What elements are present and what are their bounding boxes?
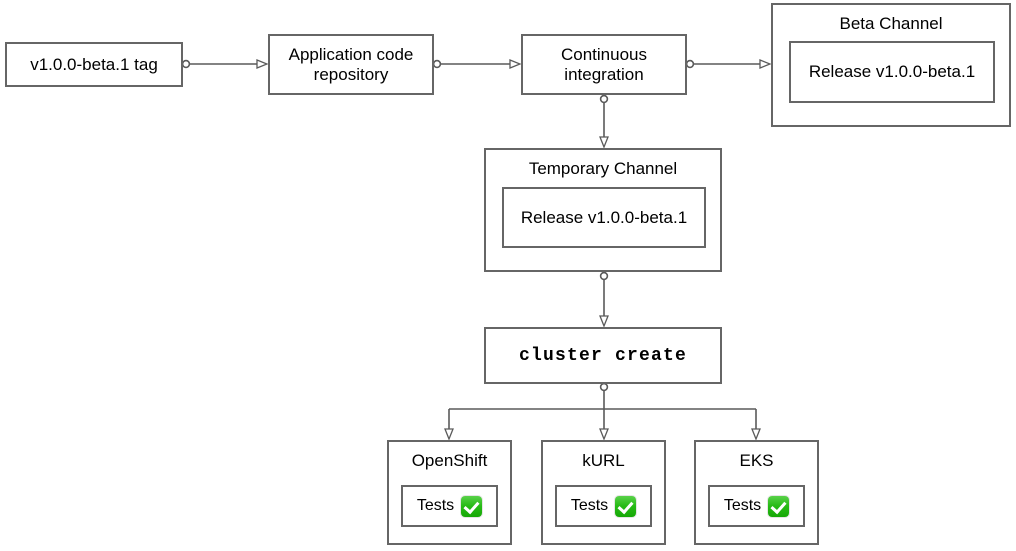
node-application-code-repository[interactable]: Application code repository: [268, 34, 434, 95]
container-eks[interactable]: EKS Tests: [694, 440, 819, 545]
temporary-channel-release-box[interactable]: Release v1.0.0-beta.1: [502, 187, 706, 248]
openshift-tests-label: Tests: [416, 497, 455, 514]
node-continuous-integration[interactable]: Continuous integration: [521, 34, 687, 95]
eks-tests-box[interactable]: Tests: [708, 485, 805, 527]
node-tag[interactable]: v1.0.0-beta.1 tag: [5, 42, 183, 87]
edge-tag-to-repo: [181, 61, 266, 68]
edge-temporary-channel-to-cluster-create: [601, 271, 608, 325]
eks-tests-label: Tests: [723, 497, 762, 514]
container-eks-title: EKS: [739, 451, 774, 470]
container-temporary-channel[interactable]: Temporary Channel Release v1.0.0-beta.1: [484, 148, 722, 272]
edge-ci-to-temporary-channel: [601, 94, 608, 146]
check-mark-button-icon: [461, 495, 483, 517]
check-mark-button-icon: [615, 495, 637, 517]
edge-repo-to-ci: [432, 61, 519, 68]
container-openshift-title: OpenShift: [411, 451, 488, 470]
node-tag-label: v1.0.0-beta.1 tag: [30, 54, 158, 74]
kurl-tests-box[interactable]: Tests: [555, 485, 652, 527]
edge-ci-to-beta-channel: [685, 61, 769, 68]
edge-cluster-create-to-targets: [449, 382, 756, 438]
container-temporary-channel-title: Temporary Channel: [528, 159, 678, 178]
kurl-tests-label: Tests: [570, 497, 609, 514]
node-cluster-create-label: cluster create: [518, 345, 688, 366]
container-beta-channel[interactable]: Beta Channel Release v1.0.0-beta.1: [771, 3, 1011, 127]
node-continuous-integration-label: Continuous integration: [560, 44, 647, 84]
node-cluster-create[interactable]: cluster create: [484, 327, 722, 384]
node-application-code-repository-label: Application code repository: [288, 44, 414, 84]
container-openshift[interactable]: OpenShift Tests: [387, 440, 512, 545]
check-mark-button-icon: [768, 495, 790, 517]
container-kurl[interactable]: kURL Tests: [541, 440, 666, 545]
beta-channel-release-label: Release v1.0.0-beta.1: [808, 62, 976, 81]
temporary-channel-release-label: Release v1.0.0-beta.1: [520, 207, 688, 227]
openshift-tests-box[interactable]: Tests: [401, 485, 498, 527]
container-beta-channel-title: Beta Channel: [839, 14, 943, 33]
beta-channel-release-box[interactable]: Release v1.0.0-beta.1: [789, 41, 995, 103]
container-kurl-title: kURL: [582, 451, 625, 470]
